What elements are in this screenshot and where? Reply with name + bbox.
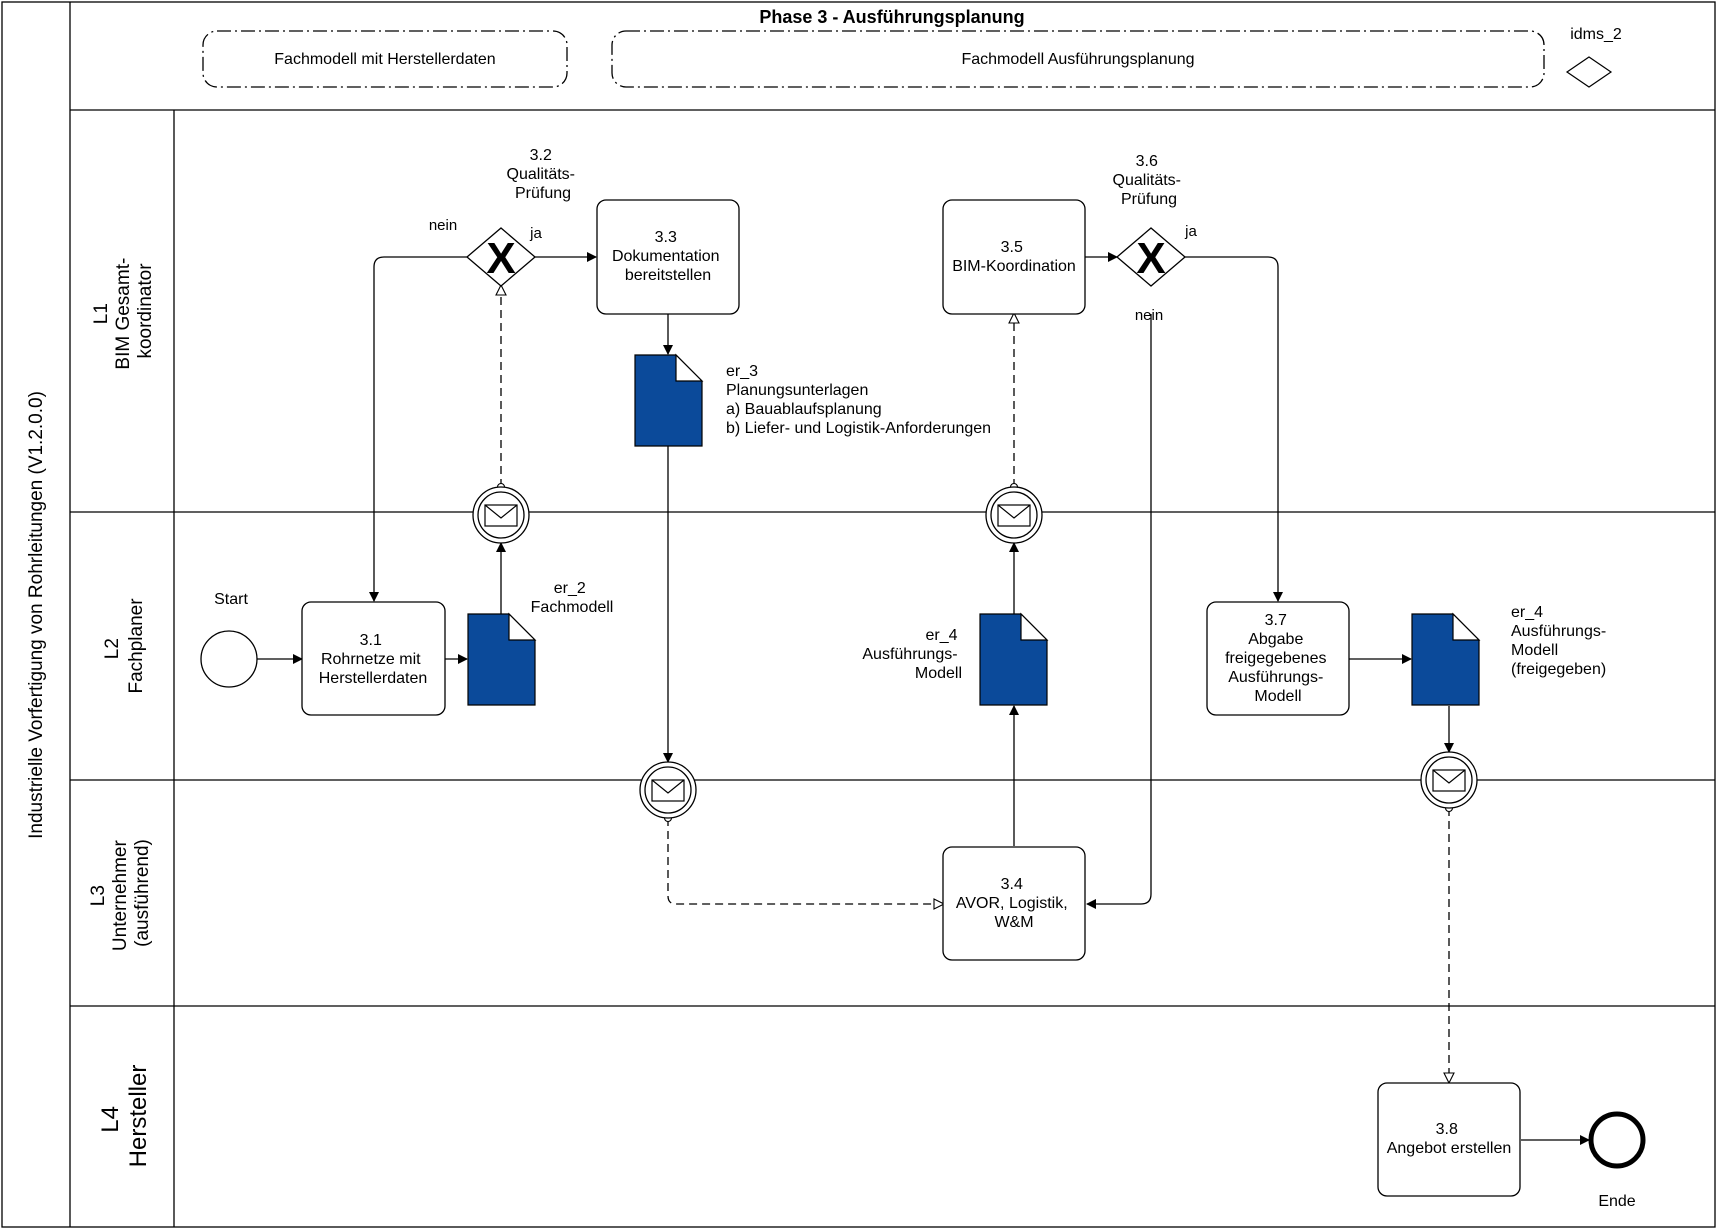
gateway-3-2-label: 3.2 Qualitäts- Prüfung bbox=[507, 147, 580, 202]
message-event-1[interactable] bbox=[472, 486, 530, 544]
end-event[interactable] bbox=[1588, 1111, 1646, 1169]
task-3-8-label: 3.8 Angebot erstellen bbox=[1387, 1121, 1512, 1157]
flow-g36-ja-to-3-7 bbox=[1185, 256, 1283, 602]
gateway-3-6-yes-label: ja bbox=[1184, 223, 1197, 240]
envelope-icon bbox=[651, 779, 685, 802]
start-event[interactable] bbox=[200, 630, 258, 688]
gateway-3-6-label: 3.6 Qualitäts- Prüfung bbox=[1113, 153, 1186, 208]
group-fachmodell-herstellerdaten bbox=[202, 30, 568, 88]
group-label-2: Fachmodell Ausführungsplanung bbox=[961, 51, 1194, 68]
gateway-3-2-no-label: nein bbox=[429, 217, 457, 234]
message-event-4[interactable] bbox=[1420, 751, 1478, 809]
task-3-8[interactable]: 3.8 Angebot erstellen bbox=[1377, 1082, 1521, 1197]
task-3-3[interactable]: 3.3 Dokumentation bereitstellen bbox=[596, 199, 740, 315]
task-3-1-label: 3.1 Rohrnetze mit Herstellerdaten bbox=[319, 632, 428, 687]
idms-label: idms_2 bbox=[1570, 26, 1622, 43]
task-3-7-label: 3.7 Abgabe freigegebenes Ausführungs- Mo… bbox=[1225, 612, 1331, 705]
document-er4-freigegeben[interactable] bbox=[1411, 612, 1481, 706]
x-icon: X bbox=[1136, 234, 1165, 283]
message-event-2[interactable] bbox=[639, 761, 697, 819]
gateway-3-6[interactable]: X bbox=[1115, 227, 1187, 287]
lane-label-l1: L1 BIM Gesamt- koordinator bbox=[91, 252, 156, 369]
flow-g36-nein-to-3-4 bbox=[1086, 314, 1152, 909]
envelope-icon bbox=[1432, 769, 1466, 792]
envelope-icon bbox=[484, 504, 518, 527]
task-3-3-label: 3.3 Dokumentation bereitstellen bbox=[612, 229, 724, 284]
task-3-5-label: 3.5 BIM-Koordination bbox=[952, 239, 1076, 275]
gateway-3-2[interactable]: X bbox=[465, 227, 537, 287]
envelope-icon bbox=[997, 504, 1031, 527]
lane-label-l3: L3 Unternehmer (ausführend) bbox=[88, 835, 153, 951]
gateway-3-6-no-label: nein bbox=[1135, 307, 1163, 324]
task-3-4[interactable]: 3.4 AVOR, Logistik, W&M bbox=[942, 846, 1086, 961]
message-event-3[interactable] bbox=[985, 486, 1043, 544]
msgflow-msg2-to-3-4 bbox=[668, 818, 943, 904]
lane-label-l2: L2 Fachplaner bbox=[102, 598, 147, 694]
task-3-5[interactable]: 3.5 BIM-Koordination bbox=[942, 199, 1086, 315]
document-er2[interactable] bbox=[467, 612, 537, 706]
group-fachmodell-ausfuehrungsplanung bbox=[611, 30, 1545, 88]
idms-diamond-icon bbox=[1565, 56, 1613, 88]
start-event-label: Start bbox=[214, 591, 248, 608]
task-3-4-label: 3.4 AVOR, Logistik, W&M bbox=[956, 876, 1072, 931]
lane-label-l4: L4 Hersteller bbox=[97, 1065, 152, 1168]
task-3-7[interactable]: 3.7 Abgabe freigegebenes Ausführungs- Mo… bbox=[1206, 601, 1350, 716]
gateway-3-2-yes-label: ja bbox=[529, 225, 542, 242]
diagram-title: Phase 3 - Ausführungsplanung bbox=[759, 7, 1024, 27]
pool-label: Industrielle Vorfertigung von Rohrleitun… bbox=[26, 391, 47, 839]
document-er4-label: er_4 Ausführungs- Modell bbox=[862, 627, 962, 682]
task-3-1[interactable]: 3.1 Rohrnetze mit Herstellerdaten bbox=[301, 601, 446, 716]
group-label-1: Fachmodell mit Herstellerdaten bbox=[274, 51, 495, 68]
x-icon: X bbox=[486, 234, 515, 283]
document-er3[interactable] bbox=[634, 353, 704, 447]
document-er4[interactable] bbox=[979, 612, 1049, 706]
document-er3-label: er_3 Planungsunterlagen a) Bauablaufspla… bbox=[726, 363, 991, 437]
flow-g32-nein-to-3-1 bbox=[369, 256, 467, 602]
document-er4-freigegeben-label: er_4 Ausführungs- Modell (freigegeben) bbox=[1511, 604, 1611, 678]
end-event-label: Ende bbox=[1598, 1193, 1635, 1210]
document-er2-label: er_2 Fachmodell bbox=[531, 580, 614, 616]
